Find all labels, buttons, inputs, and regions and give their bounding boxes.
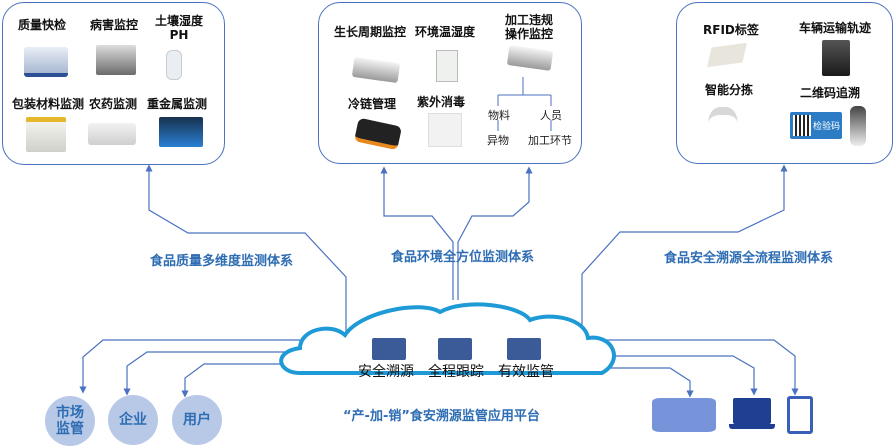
item-label: RFID标签 [703, 23, 759, 37]
qr-glyph-icon [793, 115, 811, 136]
feature-safety-trace: 安全溯源 [358, 364, 414, 380]
disease-kit-image [96, 45, 136, 75]
refresh-icon [438, 338, 472, 360]
item-label: 农药监测 [89, 97, 138, 111]
gps-tracker-image [822, 40, 850, 76]
item-label: 质量快检 [18, 18, 67, 32]
item-label: 加工违规 操作监控 [505, 13, 554, 41]
platform-title: “产-加-销”食安溯源监管应用平台 [343, 409, 540, 424]
laptop-base [729, 424, 775, 429]
uv-disinfection-image [428, 113, 462, 147]
tree-process: 加工环节 [528, 134, 572, 147]
tree-material: 物料 [488, 109, 510, 122]
heavy-metal-kit-image [159, 117, 203, 147]
link-trace [581, 164, 788, 345]
user-enterprise: 企业 [108, 395, 158, 445]
link-enterprise [123, 351, 300, 396]
item-label: 智能分拣 [705, 83, 754, 97]
dashboard-screen-icon [652, 398, 716, 432]
sorting-robot-image [708, 107, 738, 149]
tablet-icon [787, 396, 813, 434]
link-screen [600, 367, 694, 398]
system-quality-label: 食品质量多维度监测体系 [150, 254, 294, 269]
link-tablet [600, 339, 799, 396]
tree-foreign: 异物 [487, 134, 509, 147]
laptop-icon [733, 398, 771, 424]
system-environment-label: 食品环境全方位监测体系 [391, 250, 535, 265]
item-label: 生长周期监控 [334, 25, 407, 39]
item-label: 车辆运输轨迹 [799, 21, 872, 35]
item-label: 紫外消毒 [417, 95, 466, 109]
humidity-sensor-image [436, 50, 458, 82]
soil-sensor-image [166, 50, 182, 80]
item-label: 冷链管理 [348, 97, 397, 111]
qr-code-image: 检验码 [790, 112, 842, 139]
item-label: 土壤湿度 PH [155, 14, 204, 42]
spectrometer-image [24, 47, 68, 77]
tree-personnel: 人员 [540, 109, 562, 122]
monitor-cycle-icon [507, 338, 541, 360]
item-label: 环境温湿度 [415, 25, 476, 39]
link-user [181, 363, 300, 398]
user-consumer: 用户 [172, 395, 222, 445]
barcode-scanner-image [850, 106, 866, 146]
packaging-tester-image [26, 117, 66, 152]
link-env-right [457, 166, 533, 300]
item-label: 二维码追溯 [800, 86, 861, 100]
link-market [79, 339, 300, 394]
item-label: 重金属监测 [147, 97, 208, 111]
cloud-upload-icon [372, 338, 406, 360]
link-quality [145, 164, 347, 345]
system-trace-label: 食品安全溯源全流程监测体系 [664, 251, 834, 266]
user-market-supervision: 市场 监管 [45, 396, 95, 446]
feature-effective-supervision: 有效监管 [498, 364, 554, 380]
qr-label: 检验码 [813, 122, 841, 132]
pesticide-tester-image [88, 123, 136, 145]
item-label: 病害监控 [90, 18, 139, 32]
feature-full-tracking: 全程跟踪 [428, 364, 484, 380]
link-laptop [600, 355, 758, 396]
item-label: 包装材料监测 [12, 97, 85, 111]
link-env-left [380, 166, 454, 300]
